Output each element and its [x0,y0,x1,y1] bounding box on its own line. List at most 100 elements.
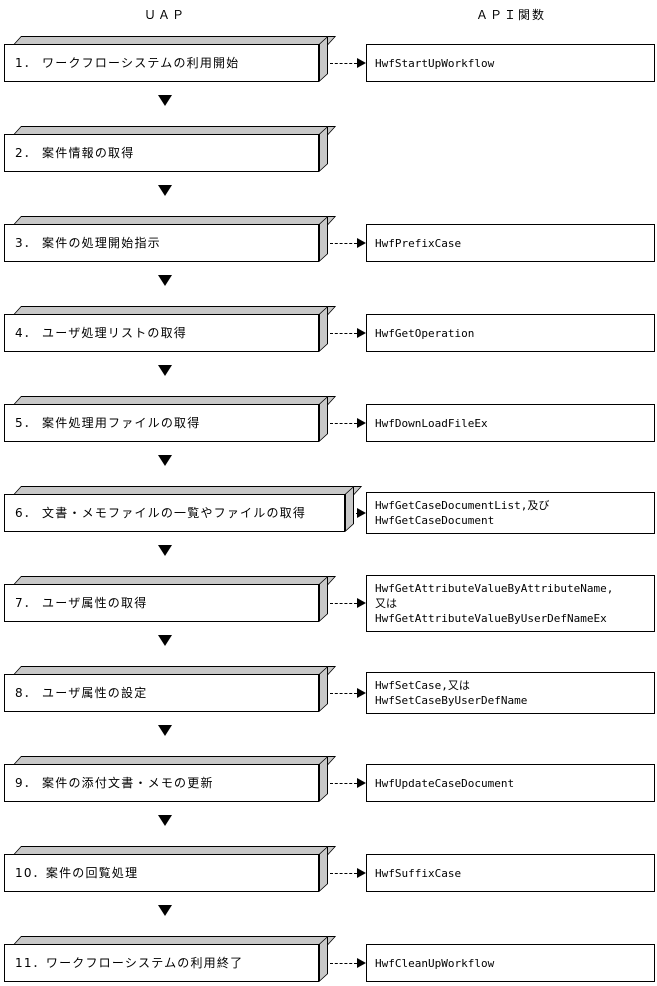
dashed-connector-arrow [330,328,366,338]
diagram-row: 7． ユーザ属性の取得 HwfGetAttributeValueByAttribu… [0,568,657,632]
arrowhead-right-icon [357,238,366,248]
connector-dashed-line [330,692,357,694]
api-function-name: HwfPrefixCase [375,236,462,250]
uap-box-front-face: 10．案件の回覧処理 [4,854,319,892]
dashed-connector-arrow [330,598,366,608]
uap-box-side-face [345,485,354,532]
flow-down-arrow-icon [158,275,172,286]
connector-dashed-line [330,872,357,874]
uap-box-front-face: 1． ワークフローシステムの利用開始 [4,44,319,82]
uap-box-front-face: 6． 文書・メモファイルの一覧やファイルの取得 [4,494,345,532]
api-function-box[interactable]: HwfCleanUpWorkflow [366,944,655,982]
column-header-api: ＡＰＩ関数 [475,8,546,22]
api-function-box[interactable]: HwfGetOperation [366,314,655,352]
uap-step-box[interactable]: 9． 案件の添付文書・メモの更新 [4,755,337,804]
api-function-name: HwfDownLoadFileEx [375,416,488,430]
uap-box-side-face [319,125,328,172]
uap-step-label: 7． ユーザ属性の取得 [15,596,148,610]
diagram-row: 3． 案件の処理開始指示 HwfPrefixCase [0,208,657,266]
connector-dashed-line [330,962,357,964]
api-function-box[interactable]: HwfUpdateCaseDocument [366,764,655,802]
connector-dashed-line [330,422,357,424]
uap-step-box[interactable]: 1． ワークフローシステムの利用開始 [4,35,337,84]
diagram-row: 6． 文書・メモファイルの一覧やファイルの取得 HwfGetCaseDocumen… [0,478,657,536]
arrowhead-right-icon [357,598,366,608]
arrowhead-right-icon [357,418,366,428]
api-function-box[interactable]: HwfStartUpWorkflow [366,44,655,82]
api-function-name: HwfSetCaseByUserDefName [375,694,528,707]
uap-step-box[interactable]: 7． ユーザ属性の取得 [4,575,337,624]
diagram-row: 1． ワークフローシステムの利用開始 HwfStartUpWorkflow [0,28,657,86]
uap-step-box[interactable]: 10．案件の回覧処理 [4,845,337,894]
uap-step-label: 9． 案件の添付文書・メモの更新 [15,776,214,790]
dashed-connector-arrow [330,238,366,248]
uap-step-label: 3． 案件の処理開始指示 [15,236,161,250]
diagram-row: 10．案件の回覧処理 HwfSuffixCase [0,838,657,896]
dashed-connector-arrow [356,508,366,518]
uap-box-front-face: 2． 案件情報の取得 [4,134,319,172]
uap-box-side-face [319,35,328,82]
api-function-box[interactable]: HwfPrefixCase [366,224,655,262]
dashed-connector-arrow [330,868,366,878]
flow-down-arrow-icon [158,185,172,196]
uap-step-label: 5． 案件処理用ファイルの取得 [15,416,201,430]
uap-box-front-face: 3． 案件の処理開始指示 [4,224,319,262]
api-function-name: HwfUpdateCaseDocument [375,776,515,790]
uap-step-box[interactable]: 11．ワークフローシステムの利用終了 [4,935,337,984]
api-function-box[interactable]: HwfSetCase,又は HwfSetCaseByUserDefName [366,672,655,714]
uap-step-box[interactable]: 4． ユーザ処理リストの取得 [4,305,337,354]
uap-step-label: 6． 文書・メモファイルの一覧やファイルの取得 [15,506,307,520]
api-function-name: HwfSetCase,又は [375,679,470,692]
uap-box-side-face [319,845,328,892]
uap-box-side-face [319,755,328,802]
uap-box-front-face: 7． ユーザ属性の取得 [4,584,319,622]
uap-step-box[interactable]: 3． 案件の処理開始指示 [4,215,337,264]
api-function-name: HwfGetAttributeValueByAttributeName, [375,581,614,595]
connector-dashed-line [330,242,357,244]
uap-step-box[interactable]: 8． ユーザ属性の設定 [4,665,337,714]
connector-dashed-line [330,782,357,784]
uap-box-front-face: 11．ワークフローシステムの利用終了 [4,944,319,982]
uap-step-label: 8． ユーザ属性の設定 [15,686,148,700]
api-function-name: HwfSuffixCase [375,866,462,880]
uap-step-box[interactable]: 6． 文書・メモファイルの一覧やファイルの取得 [4,485,363,534]
diagram-row: 5． 案件処理用ファイルの取得 HwfDownLoadFileEx [0,388,657,446]
arrowhead-right-icon [357,328,366,338]
uap-step-label: 11．ワークフローシステムの利用終了 [15,956,244,970]
api-function-box[interactable]: HwfSuffixCase [366,854,655,892]
uap-box-front-face: 8． ユーザ属性の設定 [4,674,319,712]
dashed-connector-arrow [330,688,366,698]
dashed-connector-arrow [330,958,366,968]
uap-box-side-face [319,935,328,982]
dashed-connector-arrow [330,778,366,788]
arrowhead-right-icon [357,868,366,878]
arrowhead-right-icon [357,58,366,68]
flow-down-arrow-icon [158,635,172,646]
diagram-row: 9． 案件の添付文書・メモの更新 HwfUpdateCaseDocument [0,748,657,806]
api-function-name: HwfGetCaseDocumentList,及び [375,499,550,512]
arrowhead-right-icon [357,688,366,698]
uap-step-box[interactable]: 2． 案件情報の取得 [4,125,337,174]
diagram-row: 4． ユーザ処理リストの取得 HwfGetOperation [0,298,657,356]
api-function-name: HwfGetOperation [375,326,475,340]
uap-step-box[interactable]: 5． 案件処理用ファイルの取得 [4,395,337,444]
uap-box-side-face [319,305,328,352]
api-function-box[interactable]: HwfGetCaseDocumentList,及び HwfGetCaseDocum… [366,492,655,534]
api-function-name: HwfCleanUpWorkflow [375,956,495,970]
flow-down-arrow-icon [158,725,172,736]
uap-step-label: 1． ワークフローシステムの利用開始 [15,56,240,70]
diagram-row: 2． 案件情報の取得 [0,118,657,176]
uap-box-side-face [319,395,328,442]
api-function-box[interactable]: HwfDownLoadFileEx [366,404,655,442]
connector-dashed-line [330,332,357,334]
flow-down-arrow-icon [158,545,172,556]
api-function-name: 又は [375,596,397,610]
api-function-name: HwfGetCaseDocument [375,514,495,527]
api-function-name: HwfStartUpWorkflow [375,56,495,70]
api-function-name: HwfGetAttributeValueByUserDefNameEx [375,611,607,625]
connector-dashed-line [330,62,357,64]
uap-step-label: 2． 案件情報の取得 [15,146,135,160]
column-header-uap: ＵＡＰ [143,8,186,22]
